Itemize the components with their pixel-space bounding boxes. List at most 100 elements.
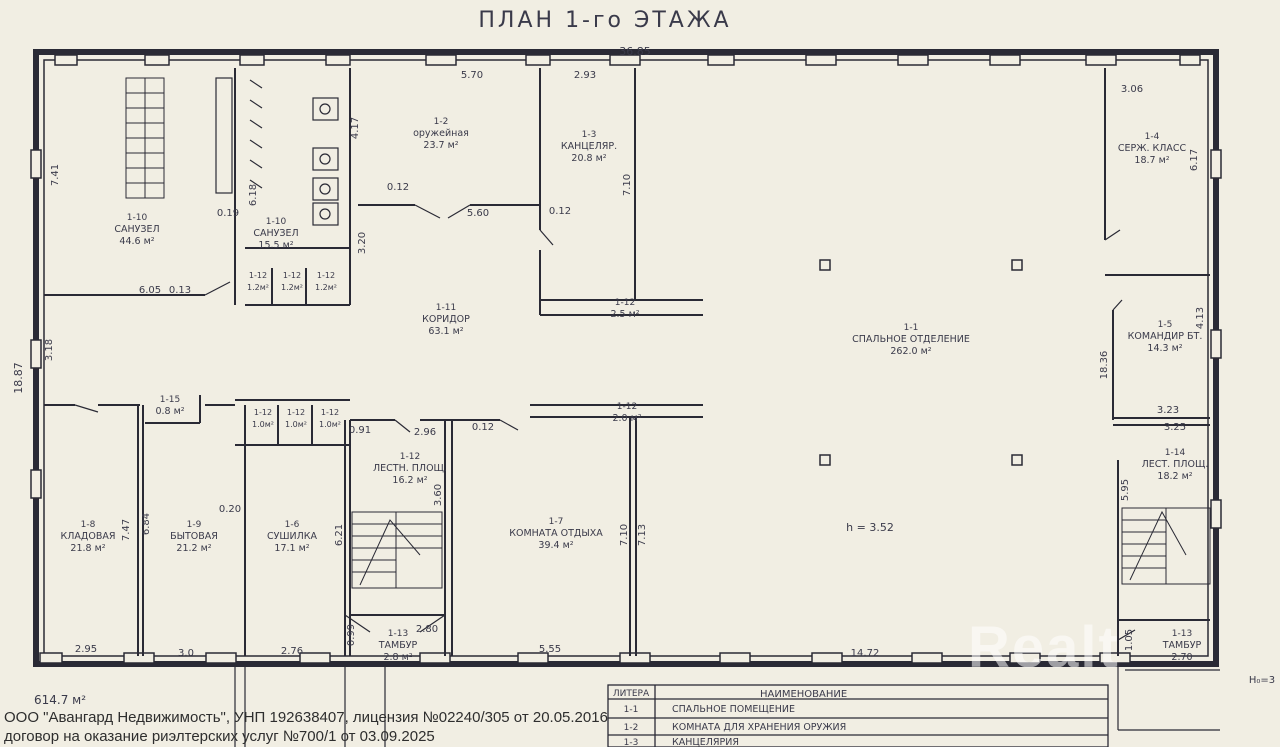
room-name: КАНЦЕЛЯР. xyxy=(561,141,617,152)
room-area: 2.5 м² xyxy=(610,309,639,320)
room-1-3-id: 1-3 xyxy=(582,130,597,140)
dimension-kl-b: 6.84 xyxy=(141,513,152,535)
legend-row-name: СПАЛЬНОЕ ПОМЕЩЕНИЕ xyxy=(672,704,795,715)
room-name: КОМНАТА ОТДЫХА xyxy=(509,528,603,539)
legend-table xyxy=(607,684,1109,747)
shower-grid xyxy=(125,77,165,199)
room-area: 18.7 м² xyxy=(1134,155,1169,166)
dimension-bot-e: 14.72 xyxy=(851,648,880,659)
dimension-kanc-a: 0.12 xyxy=(549,206,571,217)
urinals xyxy=(249,79,263,189)
room-1-7-id: 1-7 xyxy=(549,517,564,527)
room-area: 16.2 м² xyxy=(392,475,427,486)
room-area: 21.8 м² xyxy=(70,543,105,554)
corner-note: Н₀=3 xyxy=(1249,675,1275,686)
dimension-stair-b: 2.96 xyxy=(414,427,436,438)
room-area: 2.8 м² xyxy=(383,652,412,663)
room-area: 262.0 м² xyxy=(890,346,931,357)
room-1-11-id: 1-11 xyxy=(436,303,456,313)
room-area: 20.8 м² xyxy=(571,153,606,164)
toilets xyxy=(312,97,339,226)
caption-line-1: ООО "Авангард Недвижимость", УНП 1926384… xyxy=(4,709,608,726)
ceiling-height-note: h = 3.52 xyxy=(846,521,894,534)
room-1-10-id: 1-10 xyxy=(266,217,287,227)
dimension-rest-b: 7.13 xyxy=(637,524,648,546)
cell-id: 1-12 xyxy=(287,408,305,417)
room-name: БЫТОВАЯ xyxy=(170,531,218,542)
legend-row-name: КАНЦЕЛЯРИЯ xyxy=(672,737,739,747)
room-1-5-id: 1-5 xyxy=(1158,320,1173,330)
room-area: 23.7 м² xyxy=(423,140,458,151)
room-name: САНУЗЕЛ xyxy=(114,224,159,235)
room-1-14-id: 1-14 xyxy=(1165,448,1186,458)
dimension-bot-b: 3.0 xyxy=(178,648,194,659)
dimension-bot-f: 0.99 xyxy=(346,624,357,646)
dimension-weapons-b: 5.60 xyxy=(467,208,489,219)
columns xyxy=(819,259,1023,466)
dimension-wc-inner: 4.17 xyxy=(350,117,361,139)
dimension-rest-a: 7.10 xyxy=(619,524,630,546)
room-1-13-id: 1-13 xyxy=(1172,629,1192,639)
room-1-1-id: 1-1 xyxy=(904,323,919,333)
cell-area: 1.0м² xyxy=(252,420,274,429)
room-area: 14.3 м² xyxy=(1147,343,1182,354)
dimension-right-c: 18.36 xyxy=(1099,351,1110,380)
cell-area: 1.2м² xyxy=(281,283,303,292)
room-1-6-id: 1-6 xyxy=(285,520,300,530)
room-name: ЛЕСТ. ПЛОЩ. xyxy=(1142,459,1209,470)
room-1-10-id: 1-10 xyxy=(127,213,148,223)
room-name: КЛАДОВАЯ xyxy=(61,531,116,542)
dimension-bot-d: 5.55 xyxy=(539,644,561,655)
overall-width-dimension: 36.85 xyxy=(619,45,651,58)
cell-area: 1.0м² xyxy=(319,420,341,429)
outer-wall xyxy=(33,49,1219,667)
plan-title: ПЛАН 1-го ЭТАЖА xyxy=(478,8,731,33)
stairs-right xyxy=(1121,507,1211,585)
dimension-corridor-left_b: 0.13 xyxy=(169,285,191,296)
cell-id: 1-12 xyxy=(317,271,335,280)
dimension-bot-g: 2.80 xyxy=(416,624,438,635)
room-name: ТАМБУР xyxy=(378,640,418,651)
room-name: СУШИЛКА xyxy=(267,531,318,542)
dimension-wc-door: 0.19 xyxy=(217,208,239,219)
cell-id: 1-12 xyxy=(321,408,339,417)
dimension-stair-c: 0.12 xyxy=(472,422,494,433)
dimension-weapons-a: 0.12 xyxy=(387,182,409,193)
total-area-label: 614.7 м² xyxy=(34,693,86,707)
dimension-top-right: 3.06 xyxy=(1121,84,1143,95)
cell-id: 1-12 xyxy=(254,408,272,417)
legend-row-code: 1-1 xyxy=(624,705,639,715)
room-name: КОРИДОР xyxy=(422,314,470,325)
dimension-stair2-b: 1.05 xyxy=(1124,629,1135,651)
legend-row-code: 1-2 xyxy=(624,723,639,733)
dimension-stair-d: 3.60 xyxy=(433,484,444,506)
dimension-stair2-a: 5.95 xyxy=(1120,479,1131,501)
legend-header-name: НАИМЕНОВАНИЕ xyxy=(760,689,847,700)
room-name: СЕРЖ. КЛАСС xyxy=(1118,143,1187,154)
room-1-12-id: 1-12 xyxy=(615,298,635,308)
dimension-wc-inner2: 6.18 xyxy=(248,184,259,206)
cell-id: 1-12 xyxy=(283,271,301,280)
overall-depth-dimension: 18.87 xyxy=(12,362,25,394)
bench xyxy=(215,77,233,194)
dimension-left-upper: 7.41 xyxy=(50,164,61,186)
caption-line-2: договор на оказание риэлтерских услуг №7… xyxy=(4,728,435,745)
room-1-8-id: 1-8 xyxy=(81,520,96,530)
dimension-right-a: 6.17 xyxy=(1189,149,1200,171)
dimension-kanc-b: 7.10 xyxy=(622,174,633,196)
room-area: 2.70 xyxy=(1171,652,1192,663)
room-area: 44.6 м² xyxy=(119,236,154,247)
room-name: КОМАНДИР БТ. xyxy=(1128,331,1203,342)
realt-watermark: Realt xyxy=(968,615,1120,680)
outer-walls xyxy=(33,49,1219,667)
dimension-right-d: 3.23 xyxy=(1157,405,1179,416)
dimension-corridor-left: 6.05 xyxy=(139,285,161,296)
dimension-right-e: 3.25 xyxy=(1164,422,1186,433)
room-name: СПАЛЬНОЕ ОТДЕЛЕНИЕ xyxy=(852,334,970,345)
door-swings xyxy=(74,204,1136,641)
dimension-dryer-a: 0.20 xyxy=(219,504,241,515)
room-1-13-id: 1-13 xyxy=(388,629,408,639)
room-1-15-id: 1-15 xyxy=(160,395,180,405)
